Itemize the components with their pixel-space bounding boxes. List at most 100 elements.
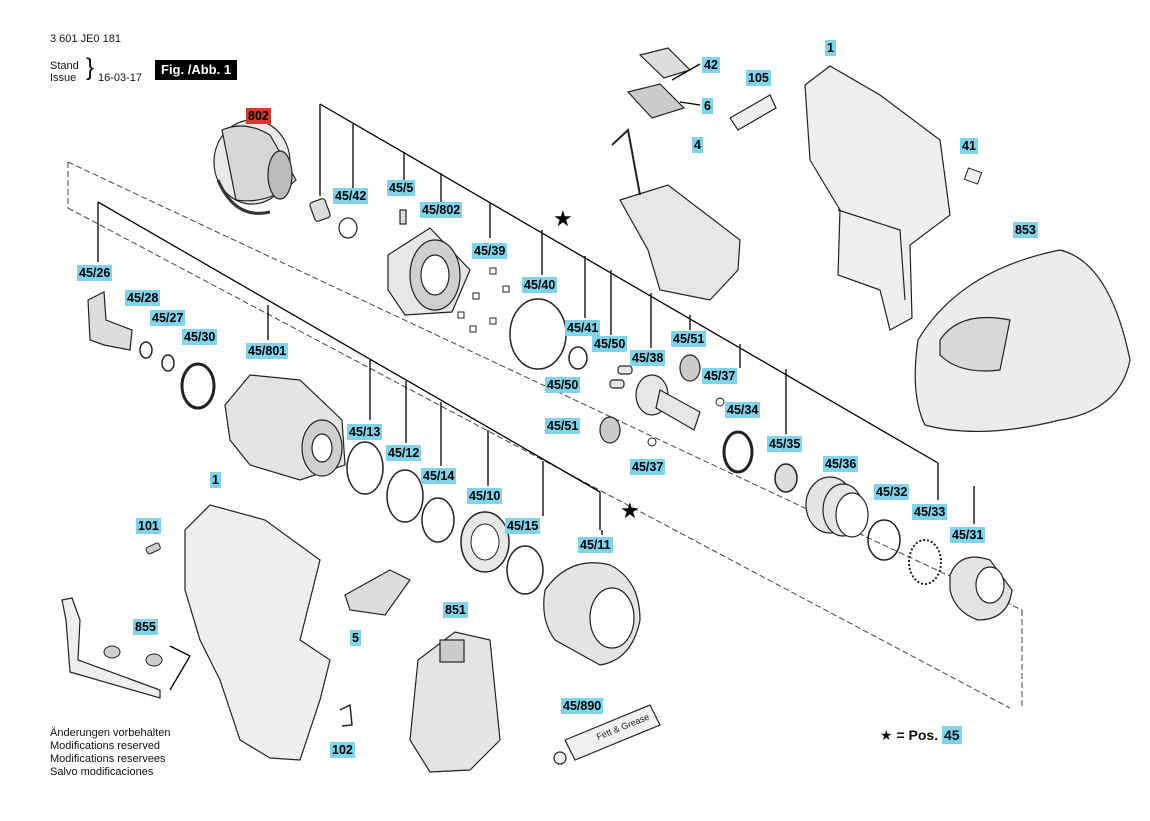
label-41 — [963, 167, 983, 185]
part-label-4[interactable]: 4 — [692, 137, 703, 153]
part-label-45-40[interactable]: 45/40 — [522, 277, 558, 293]
balls-45-37 — [647, 397, 725, 447]
part-label-45-33[interactable]: 45/33 — [912, 504, 948, 520]
part-label-6[interactable]: 6 — [702, 98, 713, 114]
part-label-105[interactable]: 105 — [746, 70, 771, 86]
part-label-45-36[interactable]: 45/36 — [823, 456, 859, 472]
part-label-45-51-b[interactable]: 45/51 — [545, 418, 581, 434]
part-label-45-12[interactable]: 45/12 — [386, 445, 422, 461]
star-icon: ★ — [620, 498, 640, 523]
position-key-number: 45 — [941, 726, 962, 744]
ring-45-34 — [722, 430, 754, 474]
part-label-45-35[interactable]: 45/35 — [767, 436, 803, 452]
cap-105 — [729, 94, 777, 131]
part-label-5[interactable]: 5 — [350, 630, 361, 646]
part-label-1-bottom[interactable]: 1 — [210, 472, 221, 488]
part-label-802[interactable]: 802 — [246, 108, 271, 124]
battery-851 — [409, 631, 501, 773]
part-label-102[interactable]: 102 — [330, 742, 355, 758]
part-label-45-13[interactable]: 45/13 — [347, 424, 383, 440]
part-label-45-802[interactable]: 45/802 — [420, 202, 463, 218]
planet-gears — [599, 354, 701, 444]
part-label-45-37-a[interactable]: 45/37 — [702, 368, 738, 384]
part-label-45-11[interactable]: 45/11 — [578, 537, 613, 553]
o-ring-45-40 — [509, 298, 567, 370]
star-icon: ★ — [880, 727, 893, 743]
part-label-45-15[interactable]: 45/15 — [505, 518, 541, 534]
part-label-42[interactable]: 42 — [702, 57, 720, 73]
notice-line: Salvo modificaciones — [50, 766, 154, 778]
ring-45-15 — [506, 545, 544, 595]
anvil-cap-45-31 — [949, 556, 1013, 621]
ring-45-33 — [908, 539, 942, 585]
part-label-41[interactable]: 41 — [960, 138, 978, 154]
part-label-853[interactable]: 853 — [1013, 222, 1038, 238]
part-label-45-801[interactable]: 45/801 — [246, 343, 289, 359]
figure-title: Fig. /Abb. 1 — [155, 60, 238, 80]
washer-45-32 — [867, 519, 901, 561]
coupling-parts — [309, 198, 407, 239]
part-label-45-27[interactable]: 45/27 — [150, 310, 186, 326]
modification-notice: Änderungen vorbehalten Modifications res… — [50, 727, 170, 779]
washer-45-28 — [139, 341, 153, 359]
part-label-45-41[interactable]: 45/41 — [565, 320, 601, 336]
ring-45-14 — [421, 497, 455, 543]
part-label-45-37-b[interactable]: 45/37 — [630, 459, 666, 475]
balls-45-39 — [457, 267, 510, 333]
anvil-45-26 — [87, 291, 133, 351]
part-label-45-30[interactable]: 45/30 — [182, 329, 218, 345]
part-label-45-10[interactable]: 45/10 — [467, 488, 503, 504]
stand-label: Stand — [50, 60, 79, 72]
part-label-45-890[interactable]: 45/890 — [561, 698, 604, 714]
notice-line: Modifications reserved — [50, 740, 161, 752]
issue-date: 16-03-17 — [98, 72, 143, 84]
part-label-45-42[interactable]: 45/42 — [333, 188, 369, 204]
document-number: 3 601 JE0 181 — [50, 33, 121, 45]
actuator-5 — [344, 569, 411, 616]
nose-cover-45-11 — [543, 562, 641, 666]
part-label-45-31[interactable]: 45/31 — [950, 527, 986, 543]
brace-icon: } — [86, 54, 95, 81]
ring-45-30 — [180, 362, 216, 410]
part-label-1-top[interactable]: 1 — [825, 40, 836, 56]
bearing-45-35 — [774, 463, 798, 493]
part-label-45-26[interactable]: 45/26 — [77, 265, 113, 281]
gear-case-45-801 — [224, 374, 346, 481]
cover-42 — [638, 47, 692, 79]
notice-line: Änderungen vorbehalten — [50, 727, 171, 739]
part-label-101[interactable]: 101 — [136, 518, 161, 534]
housing-shell-left — [184, 504, 331, 761]
part-label-45-34[interactable]: 45/34 — [725, 402, 761, 418]
position-key: ★ = Pos. 45 — [880, 726, 962, 744]
washer-45-27 — [161, 354, 175, 372]
part-label-45-28[interactable]: 45/28 — [125, 290, 161, 306]
notice-line: Modifications reservees — [50, 753, 166, 765]
washer-45-41 — [568, 346, 588, 370]
leader-lines — [97, 63, 975, 691]
part-label-45-51-a[interactable]: 45/51 — [671, 331, 707, 347]
spring-45-36 — [805, 476, 869, 538]
cover-6 — [626, 83, 686, 119]
screw-101 — [145, 542, 161, 555]
part-label-45-38[interactable]: 45/38 — [630, 350, 666, 366]
belt-clip — [61, 597, 161, 699]
housing-shell-right — [804, 65, 951, 331]
screws-855 — [103, 645, 163, 667]
motor-802 — [213, 119, 297, 215]
part-label-45-50-a[interactable]: 45/50 — [592, 336, 628, 352]
part-label-45-5[interactable]: 45/5 — [387, 180, 416, 196]
part-label-851[interactable]: 851 — [443, 602, 468, 618]
part-label-45-32[interactable]: 45/32 — [874, 484, 910, 500]
clip-102 — [339, 703, 353, 727]
switch-ring-45-12 — [386, 469, 424, 523]
charger-853 — [914, 249, 1131, 433]
star-icon: ★ — [553, 206, 573, 231]
part-label-45-14[interactable]: 45/14 — [421, 468, 457, 484]
gear-housing — [387, 227, 471, 316]
part-label-855[interactable]: 855 — [133, 619, 158, 635]
switch-module-4 — [611, 128, 741, 301]
part-label-45-50-b[interactable]: 45/50 — [545, 377, 581, 393]
position-key-equals: = Pos. — [896, 727, 939, 743]
part-label-45-39[interactable]: 45/39 — [472, 243, 508, 259]
